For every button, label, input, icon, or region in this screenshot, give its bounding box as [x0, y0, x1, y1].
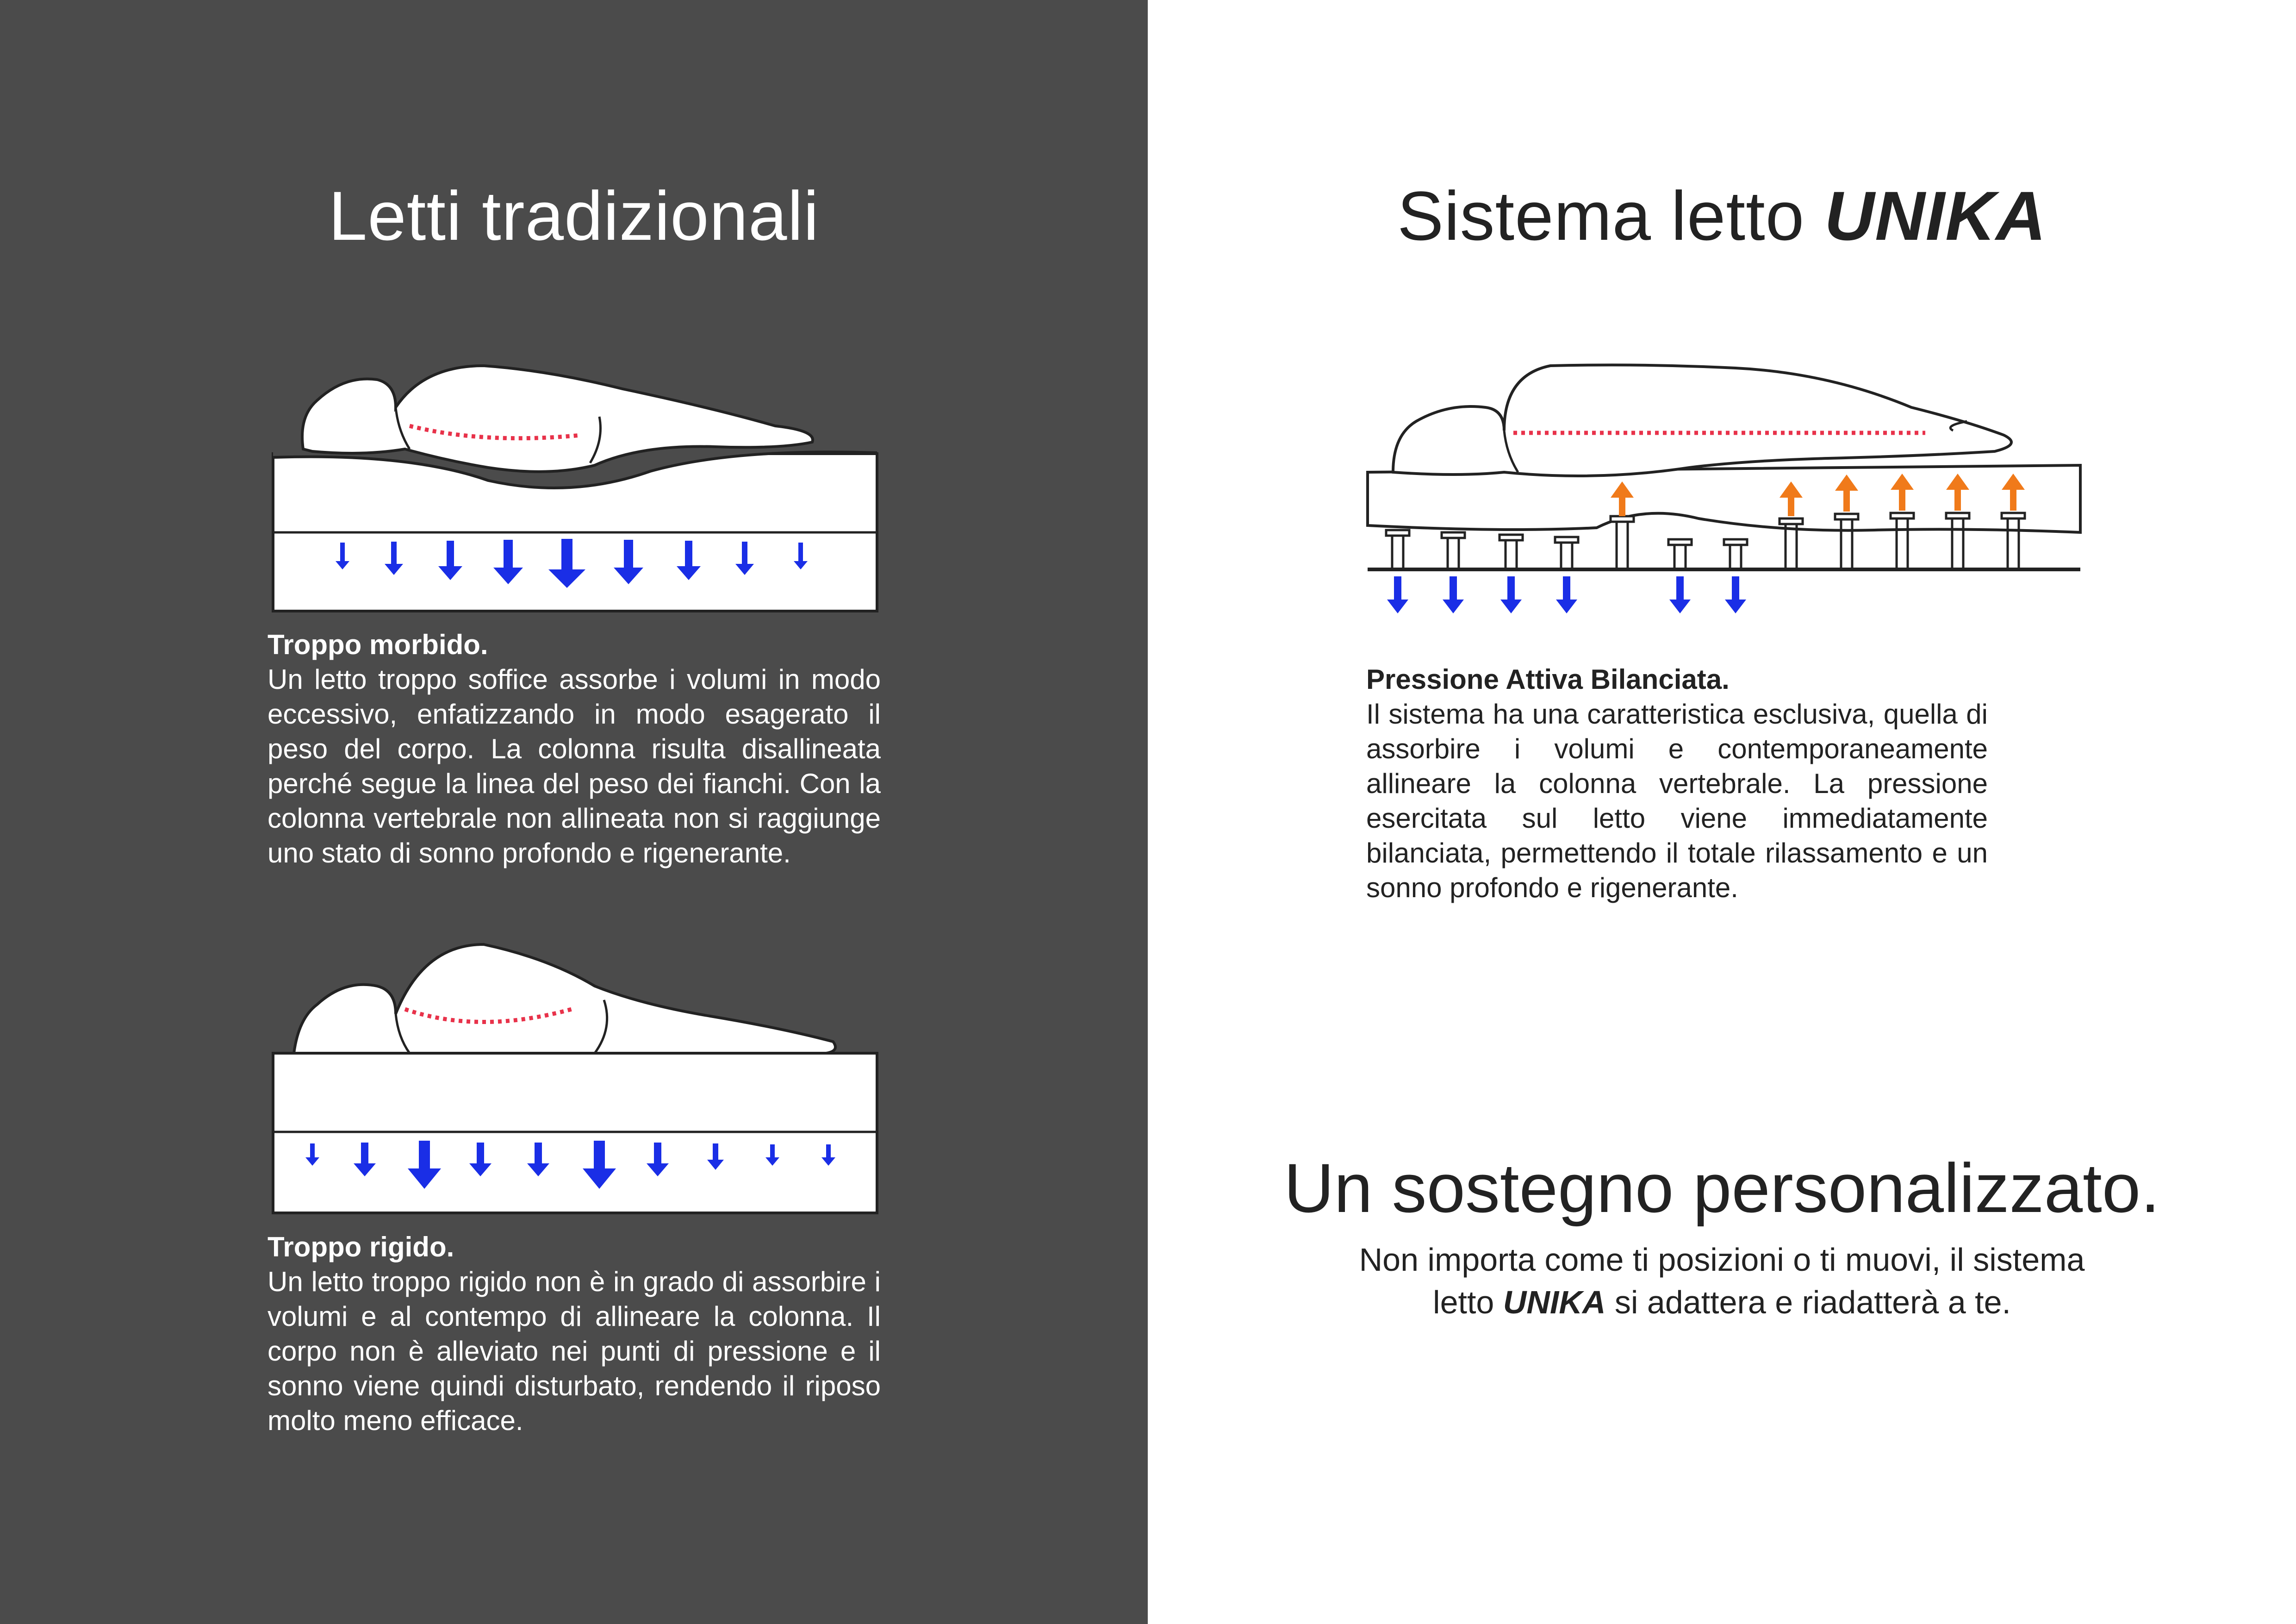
soft-text: Un letto troppo soffice assorbe i volumi… [268, 664, 881, 868]
subtext-pre: letto [1433, 1284, 1503, 1320]
down-arrows [305, 1141, 835, 1189]
rigid-description: Troppo rigido. Un letto troppo rigido no… [268, 1230, 881, 1438]
unika-mattress-illustration [1366, 363, 2082, 613]
rigid-mattress-illustration [272, 943, 878, 1214]
subtext-line1: Non importa come ti posizioni o ti muovi… [1359, 1242, 2085, 1278]
soft-heading: Troppo morbido. [268, 629, 488, 660]
unika-title-prefix: Sistema letto [1397, 177, 1824, 255]
soft-description: Troppo morbido. Un letto troppo soffice … [268, 627, 881, 870]
unika-description: Pressione Attiva Bilanciata. Il sistema … [1366, 662, 1988, 905]
up-arrows [1611, 474, 2025, 516]
subtext-brand: UNIKA [1503, 1284, 1606, 1320]
spine-line [409, 424, 581, 441]
unika-text: Il sistema ha una caratteristica esclusi… [1366, 699, 1988, 903]
unika-heading: Pressione Attiva Bilanciata. [1366, 664, 1730, 695]
down-arrows [336, 539, 808, 588]
traditional-title: Letti tradizionali [328, 177, 820, 255]
rigid-text: Un letto troppo rigido non è in grado di… [268, 1266, 881, 1436]
down-arrows [1387, 576, 1746, 613]
unika-title: Sistema letto UNIKA [1148, 176, 2296, 256]
spring-supports [1385, 512, 2026, 569]
rigid-heading: Troppo rigido. [268, 1231, 454, 1262]
spine-line [404, 1007, 572, 1024]
subtext-post: si adattera e riadatterà a te. [1605, 1284, 2011, 1320]
tagline-subtext: Non importa come ti posizioni o ti muovi… [1148, 1238, 2296, 1324]
traditional-beds-panel: Letti tradizionali Troppo morbido. Un [0, 0, 1148, 1624]
soft-mattress-illustration [272, 364, 878, 612]
unika-system-panel: Sistema letto UNIKA [1148, 0, 2296, 1624]
tagline: Un sostegno personalizzato. [1284, 1149, 2160, 1227]
unika-brand: UNIKA [1824, 177, 2047, 255]
